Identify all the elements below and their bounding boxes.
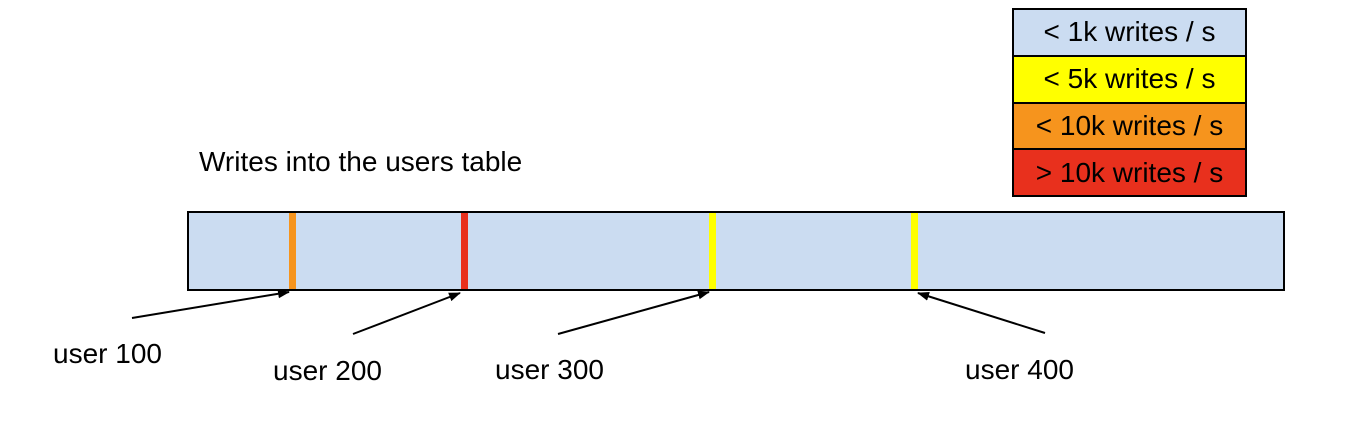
arrow-user-400 — [917, 292, 1046, 334]
arrow-user-200 — [352, 292, 461, 335]
stripe-user-100 — [288, 213, 296, 289]
stripe-user-200 — [460, 213, 468, 289]
legend: < 1k writes / s < 5k writes / s < 10k writ… — [1012, 8, 1247, 197]
diagram-title: Writes into the users table — [199, 146, 523, 177]
legend-item-1: < 5k writes / s — [1012, 54, 1247, 104]
users-table-bar — [187, 211, 1285, 291]
arrow-user-100 — [131, 289, 290, 319]
legend-item-2: < 10k writes / s — [1012, 101, 1247, 151]
arrow-user-300 — [557, 290, 710, 335]
label-user-400: user 400 — [965, 354, 1074, 385]
label-user-200: user 200 — [273, 355, 382, 386]
legend-item-label: < 5k writes / s — [1043, 63, 1216, 95]
legend-item-3: > 10k writes / s — [1012, 148, 1247, 197]
stripe-user-400 — [910, 213, 918, 289]
legend-item-label: < 1k writes / s — [1043, 16, 1216, 48]
label-user-300: user 300 — [495, 354, 604, 385]
legend-item-label: > 10k writes / s — [1035, 156, 1224, 188]
legend-item-0: < 1k writes / s — [1012, 8, 1247, 57]
label-user-100: user 100 — [53, 338, 162, 369]
legend-item-label: < 10k writes / s — [1035, 109, 1224, 141]
stripe-user-300 — [708, 213, 716, 289]
